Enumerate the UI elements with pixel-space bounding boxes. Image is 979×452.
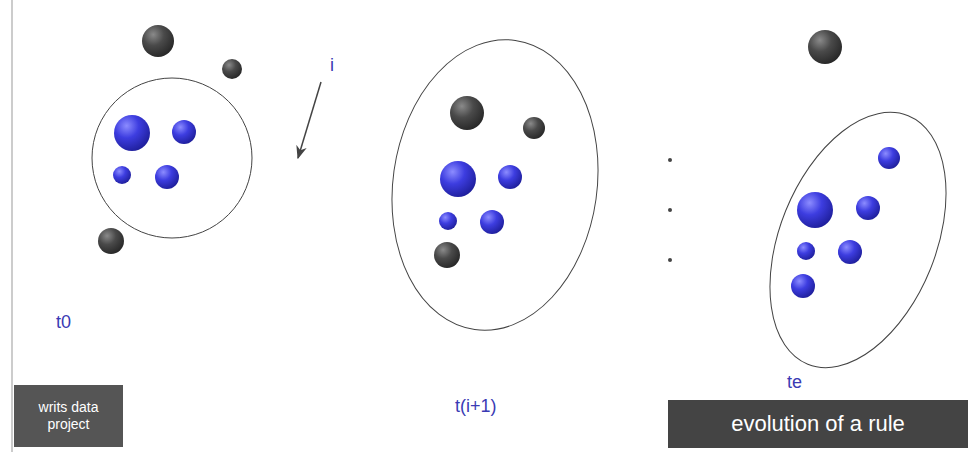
sphere-group [791,30,900,298]
box-title: evolution of a rule [731,410,905,438]
box-title: writs data project [20,399,117,434]
set-outline [735,87,979,394]
sphere-group [98,25,242,254]
set-outline [92,78,252,238]
margin-line [12,0,13,452]
ellipsis-dots [668,158,672,262]
time-label: t(i+1) [455,396,497,417]
iteration-arrow [298,82,321,158]
title-box: writs data project [14,385,123,447]
set-outline [374,26,617,344]
time-label: te [787,372,802,393]
title-box: evolution of a rule [668,400,968,448]
sphere-group [434,96,545,268]
time-label: t0 [56,312,71,333]
step-label: i [330,55,334,76]
